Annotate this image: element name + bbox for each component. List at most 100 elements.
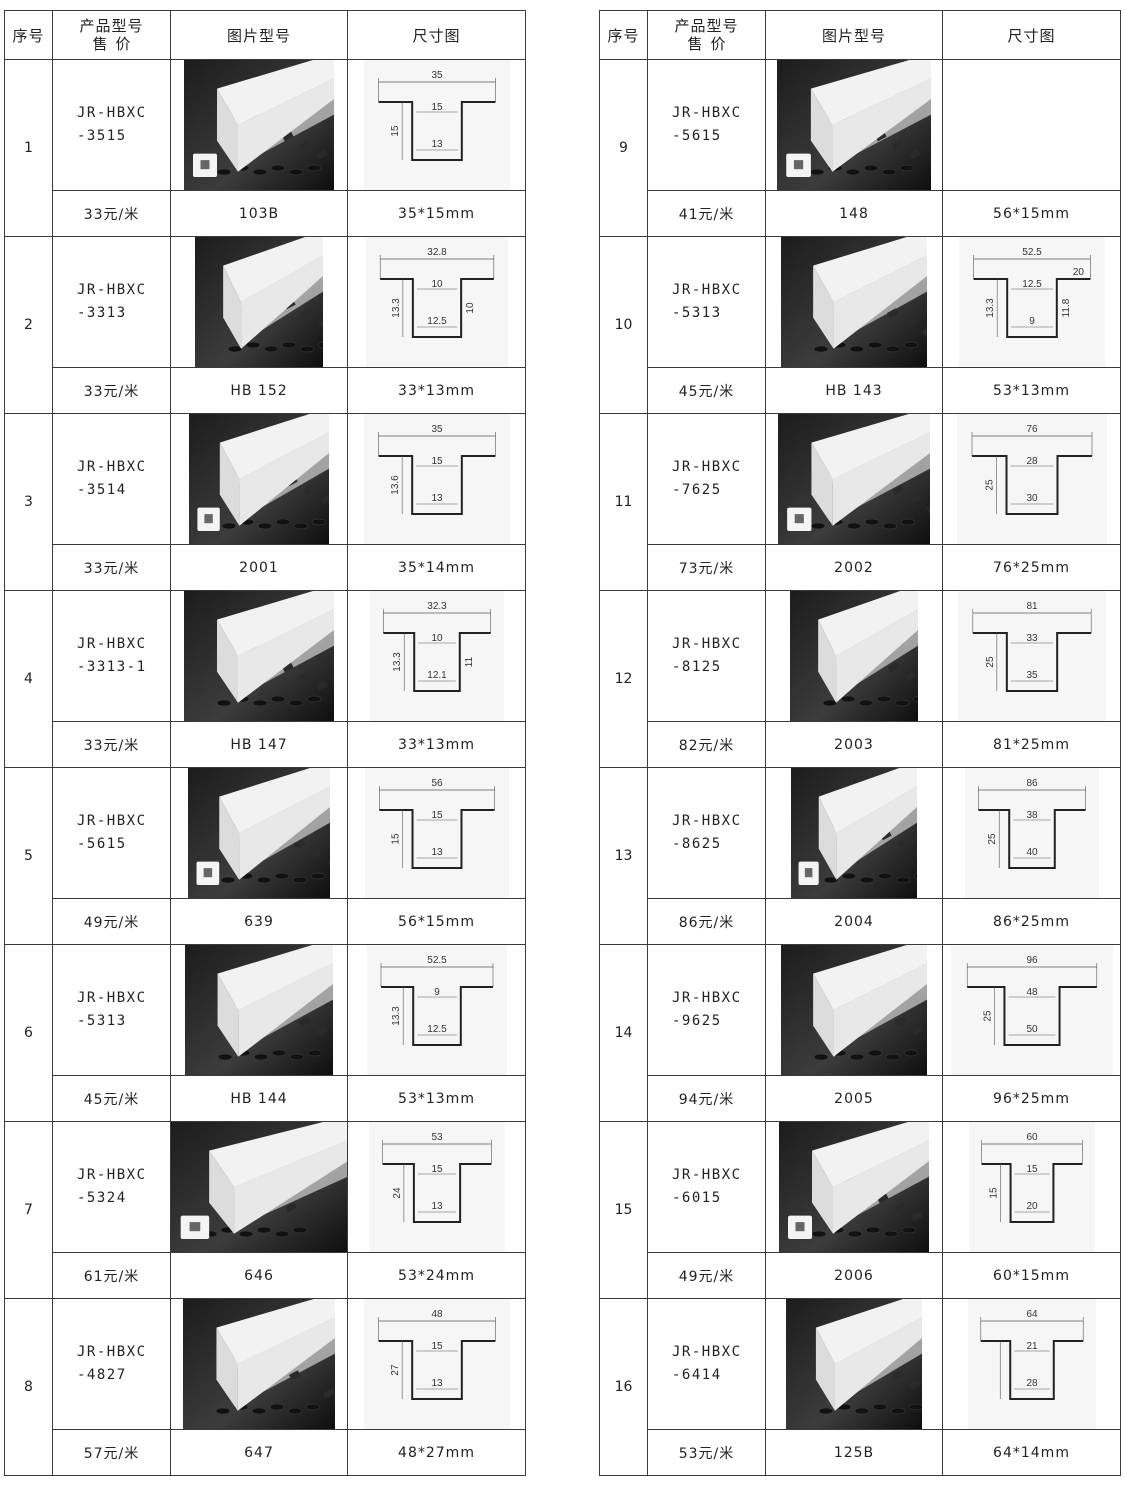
size: 53*13mm — [942, 367, 1121, 414]
price: 49元/米 — [647, 1252, 766, 1299]
photo-code: 2001 — [170, 544, 348, 591]
dimension-drawing: 96 48 50 25 — [950, 945, 1113, 1075]
model-line1: JR-HBXC — [77, 1167, 147, 1183]
product-photo-cell — [765, 944, 943, 1076]
photo-code: 2004 — [765, 898, 943, 945]
dimension-drawing: 52.5 12.5 9 13.3 11.8 20 — [958, 237, 1105, 367]
product-info-row: 49元/米 639 56*15mm — [5, 898, 526, 945]
photo-code: HB 144 — [170, 1075, 348, 1122]
seq-number: 9 — [599, 59, 648, 237]
dimension-drawing-cell: 32.3 10 12.1 13.3 11 — [347, 590, 526, 722]
photo-code: 2006 — [765, 1252, 943, 1299]
header-dimension: 尺寸图 — [347, 10, 526, 60]
model-line2: -6414 — [672, 1367, 722, 1383]
size: 60*15mm — [942, 1252, 1121, 1299]
svg-text:56: 56 — [431, 778, 443, 789]
svg-text:10: 10 — [431, 279, 443, 290]
product-photo-cell — [765, 1298, 943, 1430]
svg-text:10: 10 — [465, 302, 476, 314]
photo-code: HB 143 — [765, 367, 943, 414]
product-photo-cell — [765, 413, 943, 545]
model-line2: -9625 — [672, 1013, 722, 1029]
svg-text:76: 76 — [1026, 424, 1038, 435]
svg-text:13: 13 — [431, 493, 443, 504]
model-line2: -5324 — [77, 1190, 127, 1206]
svg-text:13.3: 13.3 — [390, 298, 401, 318]
dimension-drawing: 60 15 20 15 — [968, 1122, 1095, 1252]
product-photo-cell — [170, 590, 348, 722]
model-line1: JR-HBXC — [77, 636, 147, 652]
svg-text:13.6: 13.6 — [390, 475, 401, 495]
svg-text:38: 38 — [1026, 810, 1038, 821]
model-number: JR-HBXC -5615 — [647, 59, 766, 191]
product-photo — [195, 237, 323, 367]
dimension-drawing: 35 15 13 15 — [363, 60, 510, 190]
model-number: JR-HBXC -3313-1 — [52, 590, 171, 722]
svg-text:13.3: 13.3 — [985, 298, 996, 318]
seq-number: 5 — [4, 767, 53, 945]
header-model: 产品型号 售价 — [647, 10, 766, 60]
svg-text:9: 9 — [1029, 316, 1035, 327]
header-model: 产品型号 售价 — [52, 10, 171, 60]
dimension-drawing: 52.5 9 12.5 13.3 — [366, 945, 507, 1075]
dimension-drawing: 76 28 30 25 — [956, 414, 1107, 544]
product-photo — [790, 591, 918, 721]
svg-text:48: 48 — [1026, 987, 1038, 998]
product-photo-cell — [170, 1121, 348, 1253]
model-number: JR-HBXC -3313 — [52, 236, 171, 368]
dimension-drawing: 32.3 10 12.1 13.3 11 — [369, 591, 504, 721]
size: 56*15mm — [347, 898, 526, 945]
product-photo-cell — [170, 767, 348, 899]
svg-text:13.3: 13.3 — [391, 1006, 402, 1026]
size: 56*15mm — [942, 190, 1121, 237]
model-line1: JR-HBXC — [77, 813, 147, 829]
model-number: JR-HBXC -3514 — [52, 413, 171, 545]
svg-text:12.5: 12.5 — [1022, 279, 1042, 290]
svg-text:35: 35 — [1026, 670, 1038, 681]
seq-number: 3 — [4, 413, 53, 591]
product-row: 15 JR-HBXC -6015 60 — [599, 1121, 1121, 1299]
svg-text:64: 64 — [1026, 1309, 1038, 1320]
product-info-row: 73元/米 2002 76*25mm — [600, 544, 1121, 591]
product-photo-cell — [765, 590, 943, 722]
header-seq: 序号 — [599, 10, 648, 60]
photo-code: 647 — [170, 1429, 348, 1476]
model-line1: JR-HBXC — [672, 459, 742, 475]
price: 61元/米 — [52, 1252, 171, 1299]
svg-text:35: 35 — [431, 424, 443, 435]
dimension-drawing: 56 15 13 15 — [364, 768, 509, 898]
svg-text:12.1: 12.1 — [427, 670, 447, 681]
svg-text:13: 13 — [431, 1378, 443, 1389]
seq-number: 11 — [599, 413, 648, 591]
header-dimension: 尺寸图 — [942, 10, 1121, 60]
photo-code: 2005 — [765, 1075, 943, 1122]
product-info-row: 33元/米 HB 152 33*13mm — [5, 367, 526, 414]
svg-text:13: 13 — [431, 847, 443, 858]
product-row: 8 JR-HBXC -4827 48 — [4, 1298, 526, 1476]
svg-text:9: 9 — [434, 987, 440, 998]
product-photo — [184, 591, 334, 721]
product-photo — [791, 768, 917, 898]
product-row: 13 JR-HBXC -8625 86 — [599, 767, 1121, 945]
svg-text:32.3: 32.3 — [427, 601, 447, 612]
header-model-line1: 产品型号 — [674, 17, 739, 35]
product-info-row: 53元/米 125B 64*14mm — [600, 1429, 1121, 1476]
model-line1: JR-HBXC — [672, 990, 742, 1006]
model-line2: -3313 — [77, 305, 127, 321]
svg-text:25: 25 — [984, 479, 995, 491]
svg-text:15: 15 — [431, 1164, 443, 1175]
product-photo — [183, 1299, 335, 1429]
seq-number: 15 — [599, 1121, 648, 1299]
seq-number: 1 — [4, 59, 53, 237]
model-number: JR-HBXC -9625 — [647, 944, 766, 1076]
product-row: 14 JR-HBXC -9625 96 — [599, 944, 1121, 1122]
price: 45元/米 — [52, 1075, 171, 1122]
product-photo — [777, 60, 931, 190]
product-row: 10 JR-HBXC -5313 52.5 — [599, 236, 1121, 414]
dimension-drawing: 86 38 40 25 — [964, 768, 1099, 898]
model-line2: -5313 — [77, 1013, 127, 1029]
size: 76*25mm — [942, 544, 1121, 591]
product-info-row: 57元/米 647 48*27mm — [5, 1429, 526, 1476]
svg-text:33: 33 — [1026, 633, 1038, 644]
product-photo — [189, 414, 329, 544]
